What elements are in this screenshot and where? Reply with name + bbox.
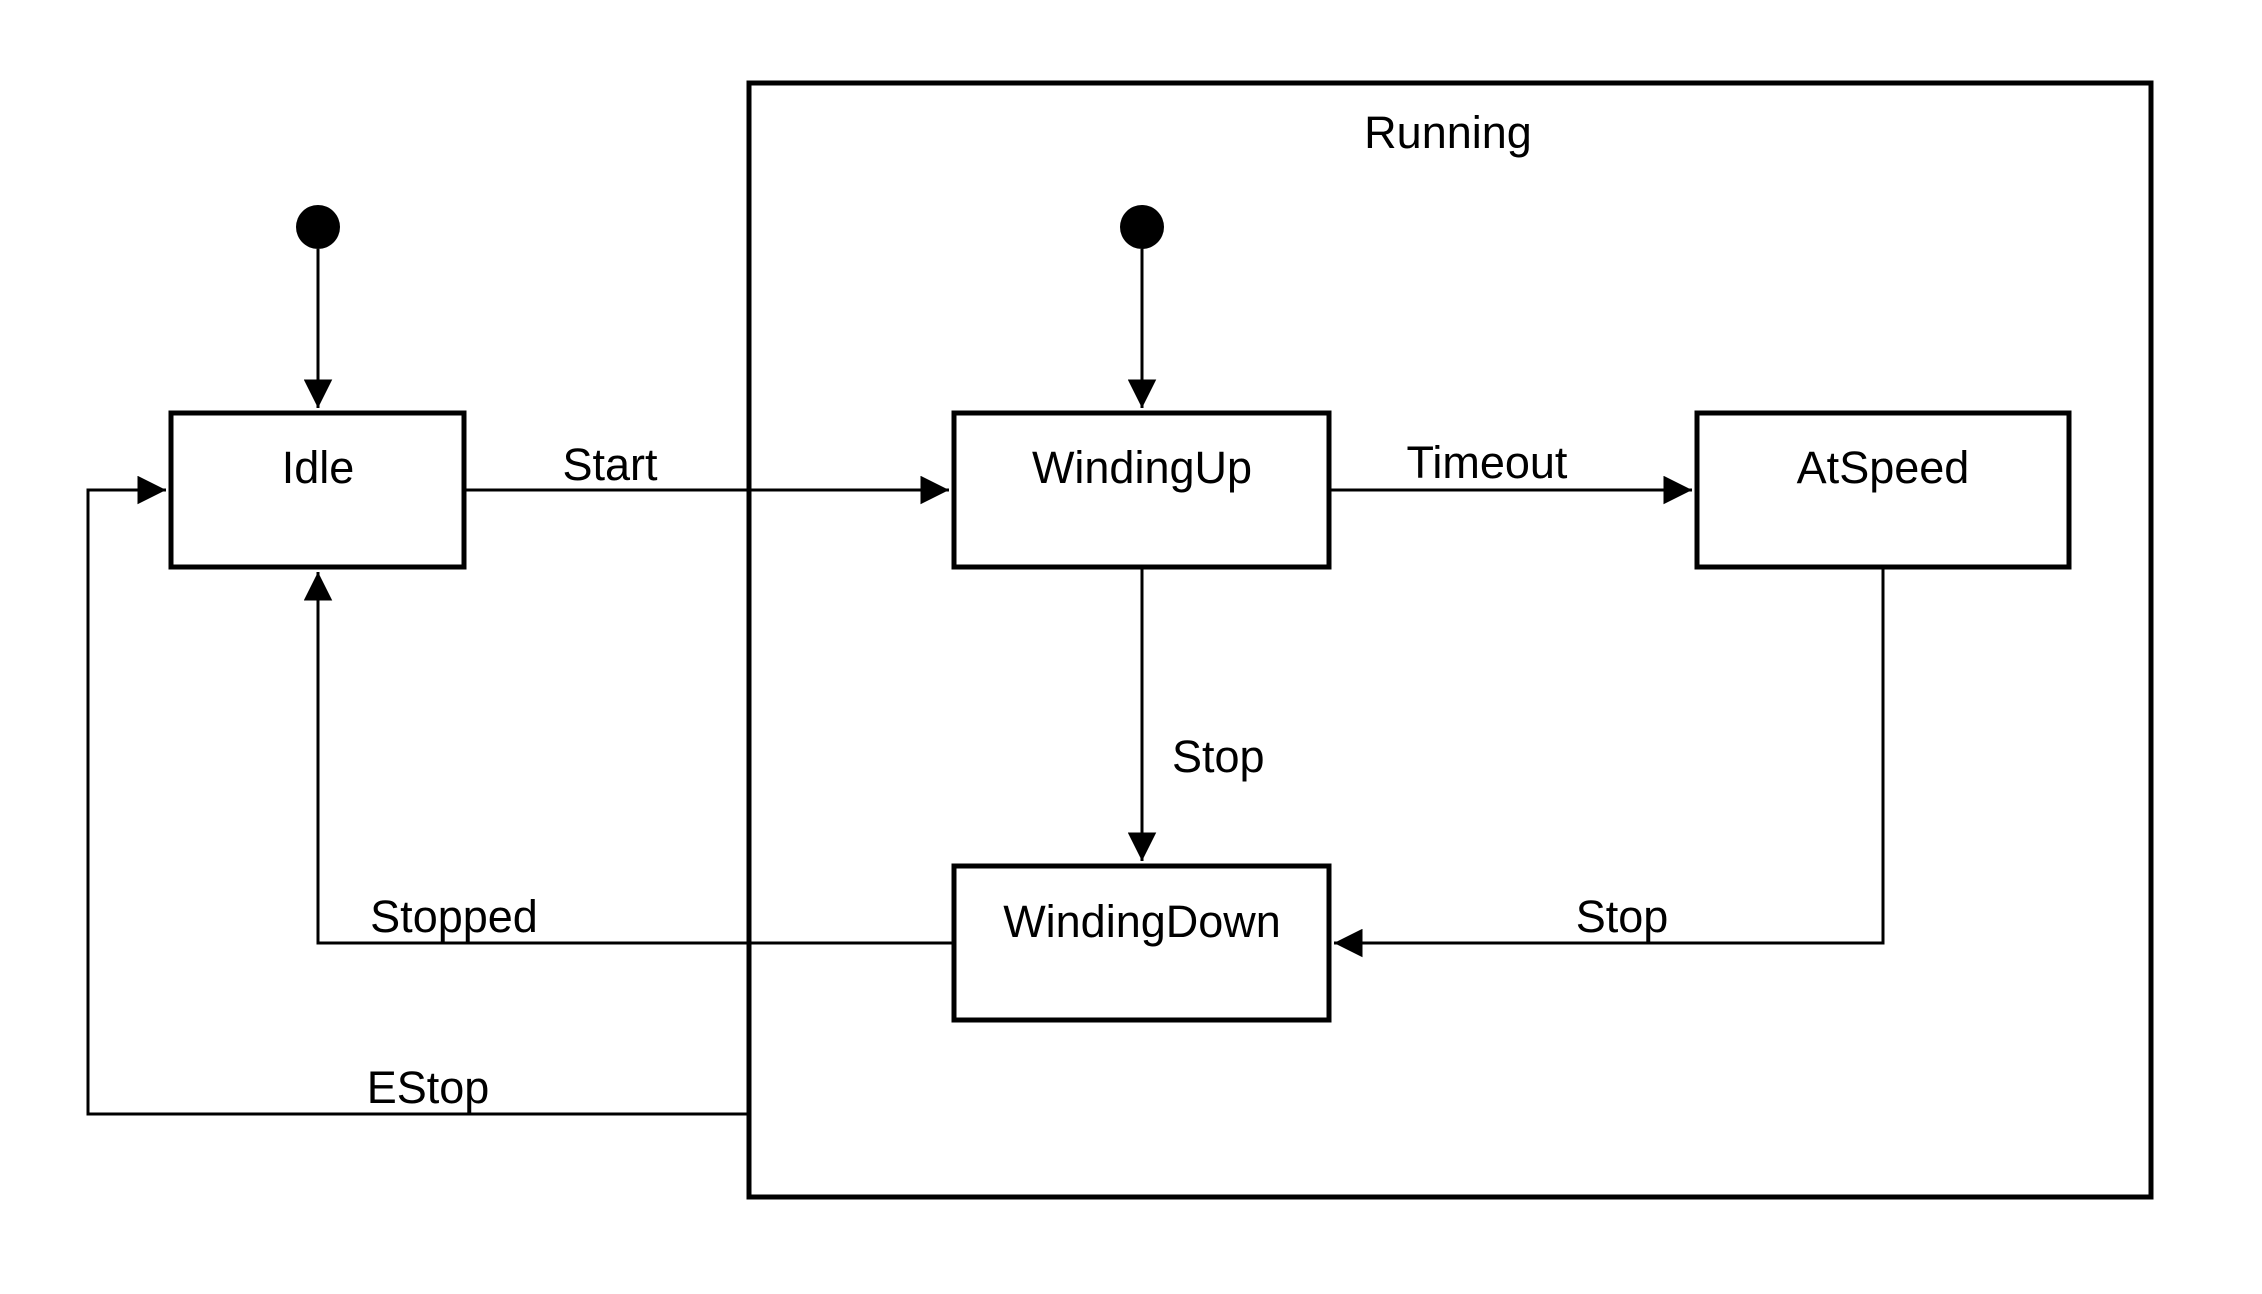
- composite-state-running-label: Running: [1364, 107, 1532, 158]
- transition-estop-line: [86, 475, 749, 1116]
- transition-stop-atspeed-label: Stop: [1576, 891, 1669, 942]
- transition-timeout-label: Timeout: [1407, 437, 1568, 488]
- transition-stopped-label: Stopped: [370, 891, 538, 942]
- initial-state-icon: [1120, 205, 1164, 249]
- transition-stop-atspeed-line: [1334, 567, 1885, 958]
- state-atspeed-label: AtSpeed: [1797, 442, 1970, 493]
- state-windingup-label: WindingUp: [1032, 442, 1252, 493]
- state-atspeed: [1694, 410, 2072, 570]
- composite-state-running: [746, 80, 2154, 1200]
- state-idle-label: Idle: [282, 442, 355, 493]
- transition-start-label: Start: [562, 439, 658, 490]
- state-windingdown-label: WindingDown: [1003, 896, 1281, 947]
- transition-estop-label: EStop: [367, 1062, 490, 1113]
- state-windingup: [951, 410, 1332, 570]
- initial-state-icon: [296, 205, 340, 249]
- transition-stopped-line: [303, 572, 954, 945]
- transition-stop-windingup-label: Stop: [1172, 731, 1265, 782]
